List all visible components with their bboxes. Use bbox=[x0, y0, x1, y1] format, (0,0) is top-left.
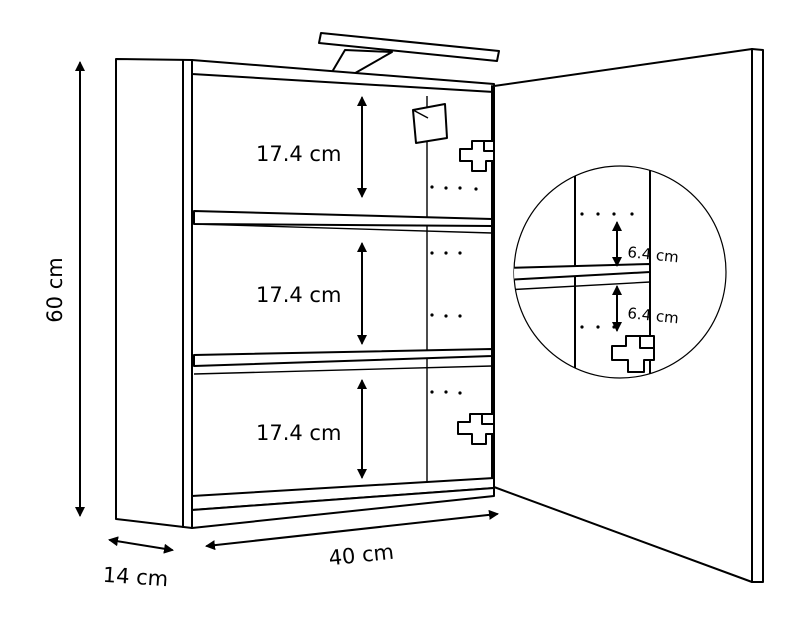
detail-gap-1-label: 6.4 cm bbox=[627, 243, 680, 266]
depth-label: 14 cm bbox=[102, 563, 169, 592]
height-label: 60 cm bbox=[43, 257, 67, 322]
shelf-gap-3-label: 17.4 cm bbox=[256, 421, 341, 445]
detail-magnifier bbox=[513, 165, 727, 379]
width-label: 40 cm bbox=[327, 540, 395, 571]
shelf-gap-1-label: 17.4 cm bbox=[256, 142, 341, 166]
switch-box bbox=[412, 103, 448, 144]
shelf-pin-holes bbox=[430, 185, 478, 395]
shelf-2 bbox=[193, 348, 493, 375]
shelf-1 bbox=[193, 210, 493, 234]
hinge-bottom bbox=[457, 413, 495, 445]
detail-gap-2-label: 6.4 cm bbox=[627, 304, 680, 327]
shelf-gap-2-label: 17.4 cm bbox=[256, 283, 341, 307]
hinge-top bbox=[459, 140, 497, 172]
dimension-arrows bbox=[75, 61, 622, 554]
led-lamp bbox=[318, 32, 500, 77]
